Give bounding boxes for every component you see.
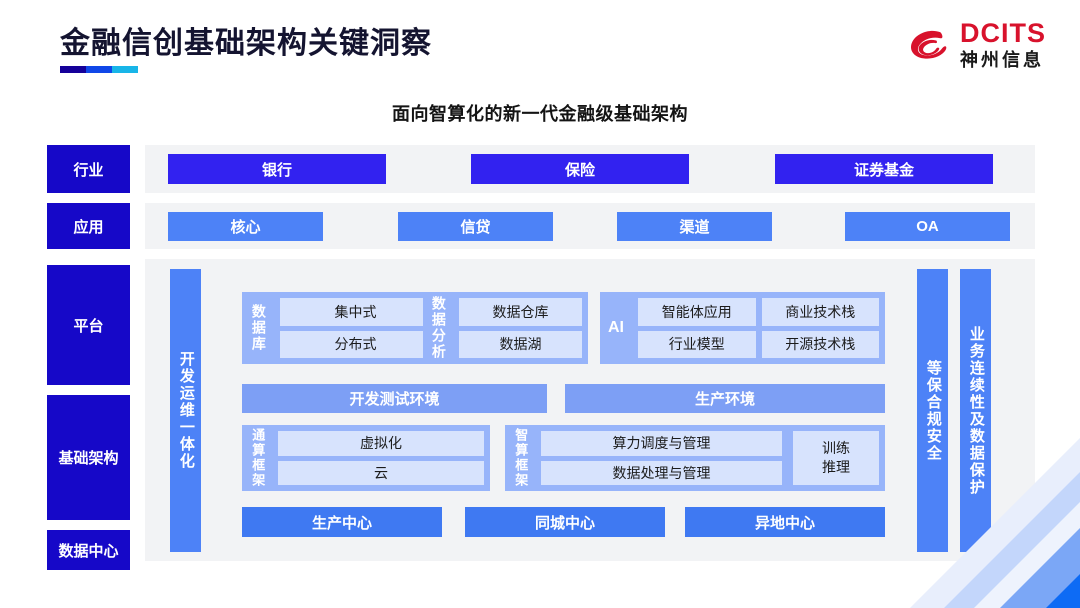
- pillar-devops[interactable]: 开发运维一体化: [170, 269, 201, 552]
- industry-chip-bank[interactable]: 银行: [168, 154, 386, 184]
- group-row: 分布式: [280, 330, 431, 358]
- page-title: 金融信创基础架构关键洞察: [60, 27, 432, 60]
- group-row: 数据仓库: [459, 298, 582, 326]
- group-key-data-analysis: 数据分析: [430, 296, 447, 360]
- pillar-business-continuity[interactable]: 业务连续性及数据保护: [960, 269, 991, 552]
- group-key-ai-compute-frame: 智算框架: [513, 428, 529, 488]
- title-underline-rule: [60, 66, 138, 73]
- ai-frame-stack: 算力调度与管理 数据处理与管理: [541, 431, 782, 485]
- stage-label-application[interactable]: 应用: [47, 203, 130, 249]
- cell-data-lake[interactable]: 数据湖: [459, 330, 582, 358]
- stage-label-platform[interactable]: 平台: [47, 265, 130, 385]
- rule-segment-3: [112, 66, 138, 73]
- group-database: 数据库 集中式 分布式: [242, 292, 437, 364]
- industry-chip-insurance[interactable]: 保险: [471, 154, 689, 184]
- dcits-logo: DCITS 神州信息: [907, 20, 1046, 69]
- group-row: 智能体应用 商业技术栈: [638, 298, 879, 326]
- group-ai-compute-frame: 智算框架 算力调度与管理 数据处理与管理 训练 推理: [505, 425, 885, 491]
- group-body-ai: 智能体应用 商业技术栈 行业模型 开源技术栈: [632, 292, 885, 364]
- cell-virtualization[interactable]: 虚拟化: [278, 431, 484, 456]
- stage-label-infrastructure[interactable]: 基础架构: [47, 395, 130, 520]
- group-ai: AI 智能体应用 商业技术栈 行业模型 开源技术栈: [600, 292, 885, 364]
- group-key-database: 数据库: [250, 304, 267, 352]
- group-row: 集中式: [280, 298, 431, 326]
- group-key-general-compute-frame: 通算框架: [250, 428, 266, 488]
- datacenter-chip-remote[interactable]: 异地中心: [685, 507, 885, 537]
- logo-text: DCITS 神州信息: [960, 18, 1046, 70]
- stage-label-datacenter[interactable]: 数据中心: [47, 530, 130, 570]
- cell-distributed[interactable]: 分布式: [280, 330, 431, 358]
- industry-panel: 银行 保险 证券基金: [145, 145, 1035, 193]
- cell-opensource-stack[interactable]: 开源技术栈: [761, 330, 879, 358]
- rule-segment-1: [60, 66, 86, 73]
- group-row: 数据处理与管理: [541, 460, 782, 485]
- group-body-general-compute-frame: 虚拟化 云: [272, 425, 490, 491]
- datacenter-chip-same-city[interactable]: 同城中心: [465, 507, 665, 537]
- application-panel: 核心 信贷 渠道 OA: [145, 203, 1035, 249]
- group-row: 数据湖: [459, 330, 582, 358]
- group-body-ai-compute-frame: 算力调度与管理 数据处理与管理 训练 推理: [535, 425, 885, 491]
- group-key-ai: AI: [608, 319, 624, 336]
- logo-chinese-name: 神州信息: [960, 50, 1044, 70]
- industry-chip-securities[interactable]: 证券基金: [775, 154, 993, 184]
- group-row: 行业模型 开源技术栈: [638, 330, 879, 358]
- cell-data-processing[interactable]: 数据处理与管理: [541, 460, 782, 485]
- cell-cloud[interactable]: 云: [278, 460, 484, 485]
- group-data-analysis: 数据分析 数据仓库 数据湖: [423, 292, 588, 364]
- datacenter-chip-production[interactable]: 生产中心: [242, 507, 442, 537]
- environment-chip-production[interactable]: 生产环境: [565, 384, 885, 413]
- group-row: 云: [278, 460, 484, 485]
- cell-centralized[interactable]: 集中式: [280, 298, 431, 326]
- diagram-subtitle: 面向智算化的新一代金融级基础架构: [392, 104, 688, 124]
- cell-compute-scheduling[interactable]: 算力调度与管理: [541, 431, 782, 456]
- stage-label-industry[interactable]: 行业: [47, 145, 130, 193]
- group-row: 算力调度与管理: [541, 431, 782, 456]
- group-body-database: 集中式 分布式: [274, 292, 437, 364]
- application-chip-credit[interactable]: 信贷: [398, 212, 553, 241]
- pillar-compliance-security[interactable]: 等保合规安全: [917, 269, 948, 552]
- cell-training-inference[interactable]: 训练 推理: [793, 431, 879, 485]
- cell-data-warehouse[interactable]: 数据仓库: [459, 298, 582, 326]
- rule-segment-2: [86, 66, 112, 73]
- cell-industry-model[interactable]: 行业模型: [638, 330, 756, 358]
- group-body-data-analysis: 数据仓库 数据湖: [453, 292, 588, 364]
- architecture-panel: 开发运维一体化 等保合规安全 业务连续性及数据保护 数据库 集中式 分布式 数据…: [145, 259, 1035, 561]
- cell-agent-application[interactable]: 智能体应用: [638, 298, 756, 326]
- environment-chip-dev-test[interactable]: 开发测试环境: [242, 384, 547, 413]
- application-chip-core[interactable]: 核心: [168, 212, 323, 241]
- dcits-swirl-icon: [907, 22, 953, 68]
- cell-commercial-stack[interactable]: 商业技术栈: [761, 298, 879, 326]
- group-row: 虚拟化: [278, 431, 484, 456]
- application-chip-oa[interactable]: OA: [845, 212, 1010, 241]
- group-general-compute-frame: 通算框架 虚拟化 云: [242, 425, 490, 491]
- application-chip-channel[interactable]: 渠道: [617, 212, 772, 241]
- logo-english-name: DCITS: [960, 18, 1046, 48]
